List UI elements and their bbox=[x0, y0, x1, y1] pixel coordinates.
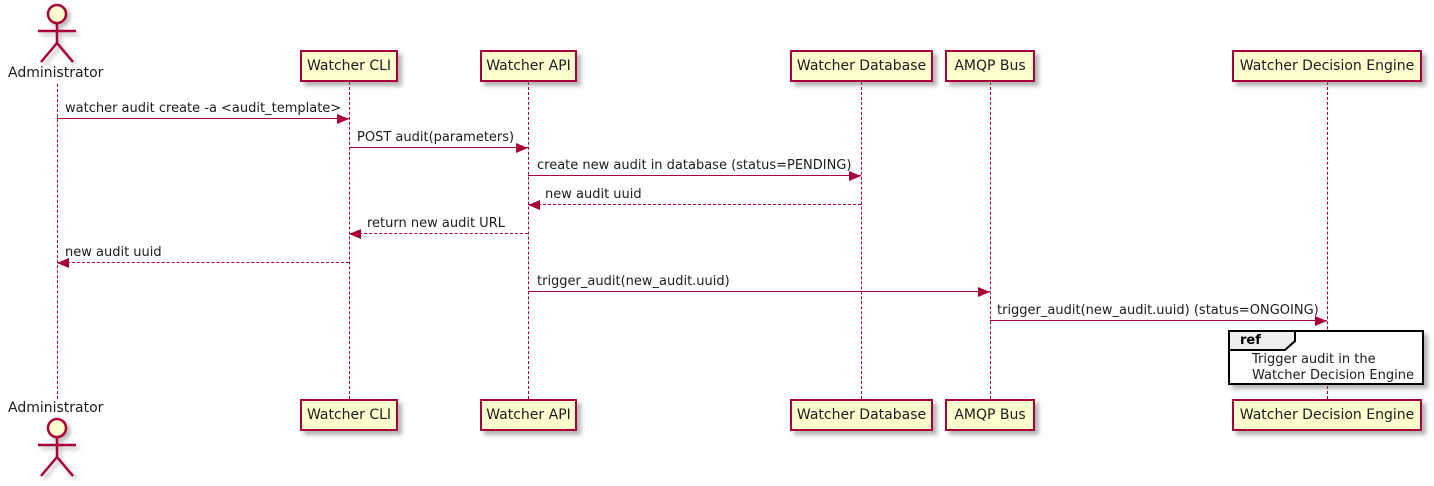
message-5-label: return new audit URL bbox=[367, 216, 505, 231]
message-5-line bbox=[349, 233, 528, 234]
message-4-line bbox=[528, 204, 861, 205]
message-6-line bbox=[57, 262, 349, 263]
lifeline-amqp-bus bbox=[990, 82, 991, 399]
lifeline-watcher-api bbox=[528, 82, 529, 399]
actor-label-top: Administrator bbox=[8, 65, 104, 81]
arrowhead-right-icon bbox=[337, 113, 349, 124]
participant-watcher-cli-top: Watcher CLI bbox=[300, 50, 398, 82]
message-1-line bbox=[57, 118, 349, 119]
participant-watcher-cli-bottom: Watcher CLI bbox=[300, 399, 398, 431]
arrowhead-right-icon bbox=[1315, 315, 1327, 326]
lifeline-administrator bbox=[57, 84, 58, 399]
actor-label-bottom: Administrator bbox=[8, 400, 104, 416]
actor-icon bbox=[32, 3, 82, 69]
participant-amqp-bus-bottom: AMQP Bus bbox=[945, 399, 1035, 431]
ref-content: Trigger audit in the Watcher Decision En… bbox=[1252, 352, 1414, 384]
participant-watcher-api-bottom: Watcher API bbox=[480, 399, 577, 431]
participant-watcher-database-top: Watcher Database bbox=[790, 50, 933, 82]
message-4-label: new audit uuid bbox=[545, 187, 642, 202]
ref-tab-icon bbox=[1228, 330, 1296, 351]
ref-content-line1: Trigger audit in the bbox=[1252, 352, 1376, 367]
ref-keyword: ref bbox=[1240, 333, 1261, 348]
message-7-line bbox=[528, 291, 990, 292]
arrowhead-right-icon bbox=[516, 142, 528, 153]
arrowhead-left-icon bbox=[57, 257, 69, 268]
lifeline-watcher-cli bbox=[349, 82, 350, 399]
message-8-label: trigger_audit(new_audit.uuid) (status=ON… bbox=[997, 303, 1319, 318]
participant-amqp-bus-top: AMQP Bus bbox=[945, 50, 1035, 82]
message-8-line bbox=[990, 320, 1327, 321]
participant-watcher-database-bottom: Watcher Database bbox=[790, 399, 933, 431]
message-1-label: watcher audit create -a <audit_template> bbox=[65, 101, 342, 116]
message-2-label: POST audit(parameters) bbox=[357, 130, 515, 145]
lifeline-watcher-decision-engine bbox=[1327, 82, 1328, 399]
actor-icon bbox=[32, 417, 82, 486]
arrowhead-right-icon bbox=[978, 286, 990, 297]
arrowhead-left-icon bbox=[528, 199, 540, 210]
message-7-label: trigger_audit(new_audit.uuid) bbox=[537, 274, 730, 289]
participant-watcher-decision-engine-bottom: Watcher Decision Engine bbox=[1232, 399, 1422, 431]
arrowhead-left-icon bbox=[349, 228, 361, 239]
participant-watcher-decision-engine-top: Watcher Decision Engine bbox=[1232, 50, 1422, 82]
ref-fragment: ref Trigger audit in the Watcher Decisio… bbox=[1228, 330, 1424, 385]
lifeline-watcher-database bbox=[861, 82, 862, 399]
participant-watcher-api-top: Watcher API bbox=[480, 50, 577, 82]
message-2-line bbox=[349, 147, 528, 148]
message-6-label: new audit uuid bbox=[65, 245, 162, 260]
ref-content-line2: Watcher Decision Engine bbox=[1252, 368, 1414, 383]
message-3-line bbox=[528, 175, 861, 176]
message-3-label: create new audit in database (status=PEN… bbox=[537, 158, 852, 173]
arrowhead-right-icon bbox=[849, 170, 861, 181]
